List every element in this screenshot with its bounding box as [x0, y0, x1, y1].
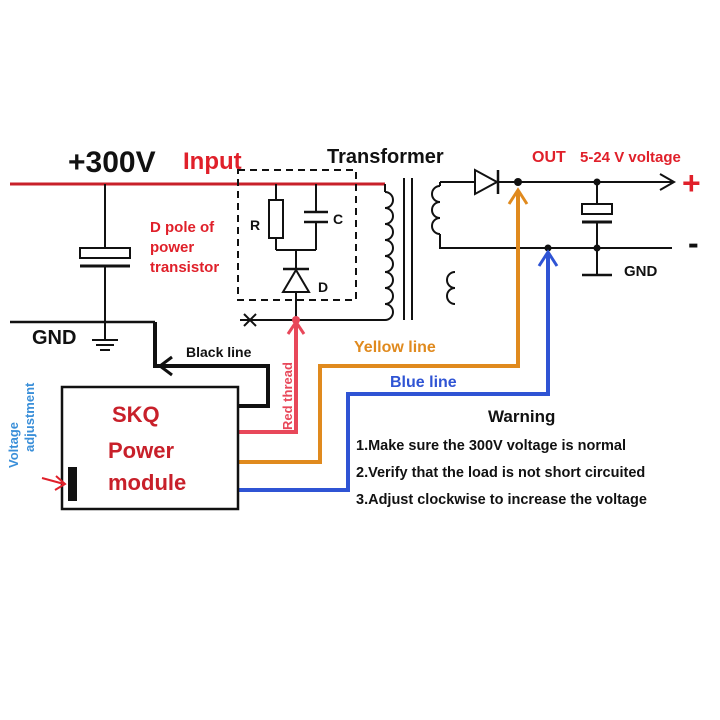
black-wire-arrow: [157, 355, 173, 377]
warning-title: Warning: [488, 407, 555, 426]
blue-line-label: Blue line: [390, 374, 457, 391]
red-thread-label: Red thread: [280, 362, 295, 430]
black-wire: [153, 322, 270, 408]
yellow-wire: [238, 192, 520, 464]
gnd-left-text: GND: [32, 327, 76, 349]
input-label-text: Input: [183, 148, 242, 175]
output-minus-cap-node: [593, 244, 601, 252]
resistor-r-label: R: [250, 217, 260, 233]
d-pole-text-1: D pole of: [150, 219, 215, 236]
blue-wire: [238, 254, 550, 492]
module-line-2: Power: [108, 438, 174, 463]
input-voltage-text: +300V: [68, 146, 156, 179]
output-arrow-head: [659, 173, 677, 191]
diode-d: [281, 268, 311, 293]
module-line-1: SKQ: [112, 402, 160, 427]
black-line-label: Black line: [186, 344, 252, 360]
resistor-r: [268, 199, 284, 239]
voltage-adjustment-arrow-head: [54, 475, 67, 491]
warning-item-2: 2.Verify that the load is not short circ…: [356, 465, 645, 481]
input-capacitor: [79, 247, 131, 259]
ground-symbol-left: [92, 322, 118, 351]
output-minus-sign: -: [688, 225, 699, 261]
warning-item-1: 1.Make sure the 300V voltage is normal: [356, 438, 626, 454]
capacitor-c-label: C: [333, 211, 343, 227]
transformer-label: Transformer: [327, 146, 444, 168]
voltage-adjustment-text-2: adjustment: [22, 382, 37, 452]
primary-winding: [384, 191, 394, 321]
diode-d-label: D: [318, 279, 328, 295]
output-capacitor: [581, 203, 613, 215]
output-plus-sign: +: [682, 165, 701, 201]
yellow-line-label: Yellow line: [354, 339, 436, 356]
adjustment-potentiometer[interactable]: [68, 467, 77, 501]
voltage-adjustment-text-1: Voltage: [6, 422, 21, 468]
blue-wire-arrow: [537, 249, 559, 267]
secondary-winding: [431, 185, 495, 249]
output-range: 5-24 V voltage: [580, 149, 681, 166]
output-label: OUT: [532, 149, 566, 166]
voltage-adjustment-arrow: [41, 477, 65, 485]
output-plus-node: [514, 178, 522, 186]
warning-item-3: 3.Adjust clockwise to increase the volta…: [356, 492, 647, 508]
snubber-box: [237, 169, 357, 301]
yellow-wire-arrow: [507, 187, 529, 205]
d-pole-text-3: transistor: [150, 259, 219, 276]
red-wire-arrow: [286, 319, 306, 335]
d-pole-text-2: power: [150, 239, 194, 256]
red-wire: [238, 322, 298, 434]
output-diode: [474, 168, 500, 196]
aux-winding: [446, 271, 456, 305]
output-gnd-text: GND: [624, 263, 658, 280]
output-minus-node: [544, 244, 552, 252]
cross-mark: [243, 313, 257, 327]
power-module-box: [60, 385, 240, 511]
module-line-3: module: [108, 470, 186, 495]
